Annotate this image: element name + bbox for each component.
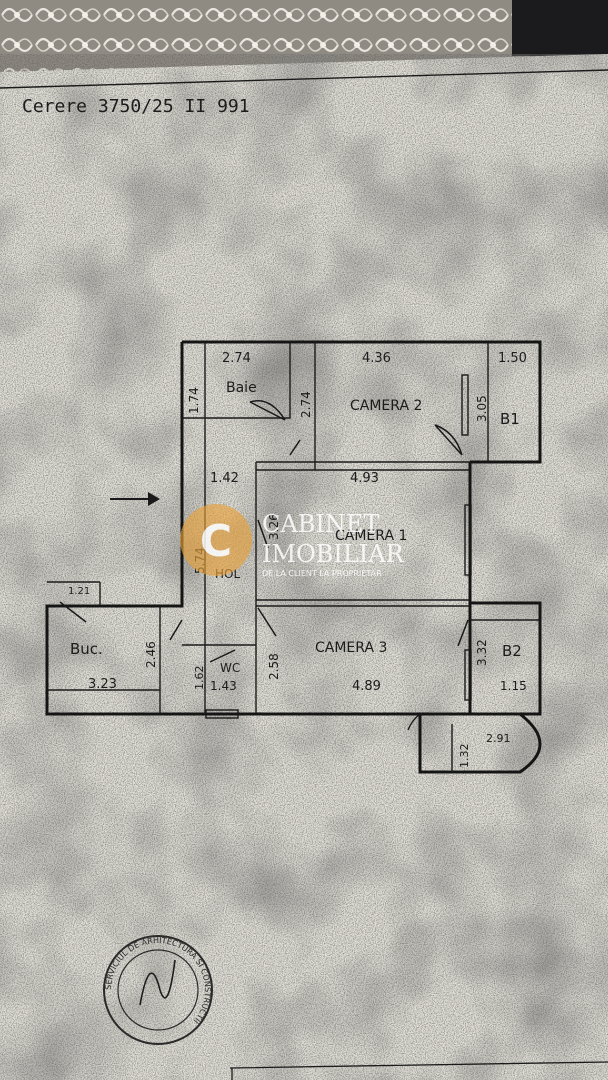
watermark-circle-icon [180,504,252,576]
watermark-line2: IMOBILIAR [262,540,405,568]
room-name: CAMERA 3 [315,640,387,656]
room-name: Buc. [70,640,103,658]
room-camera1: CAMERA 1 4.93 3.26 [267,471,407,544]
room-baie: Baie 2.74 1.74 [187,351,257,414]
room-name: WC [220,661,240,675]
room-name: CAMERA 1 [335,528,407,544]
watermark-line1: CABINET [262,510,379,538]
dimension-length: 4.93 [350,471,379,486]
dark-object-top-right [512,0,608,56]
dimension-length: 3.23 [88,677,117,692]
stamp-signature [139,959,176,1006]
watermark-logo: C CABINET IMOBILIAR DE LA CLIENT LA PROP… [180,504,405,578]
balcony: 2.91 1.32 [458,732,511,768]
room-wc: WC 1.43 1.62 [193,661,240,693]
dimension-niche: 1.21 [68,586,90,597]
bottom-table-edge [229,1061,608,1080]
dimension-width: 3.32 [475,639,489,666]
dimension-length: 2.91 [486,732,511,745]
dimension-width: 1.62 [193,666,206,691]
room-b1: B1 1.50 3.05 [475,351,527,428]
watermark-tagline: DE LA CLIENT LA PROPRIETAR [262,569,382,578]
paper-sheet [0,54,608,1080]
dimension-width: 2.58 [267,653,281,680]
dimension-width: 3.26 [267,513,281,540]
room-name: B2 [502,642,522,660]
room-camera2: CAMERA 2 4.36 2.74 [299,351,422,418]
room-b2: B2 1.15 3.32 [475,639,527,693]
dimension-length: 1.42 [210,471,239,486]
room-buc: Buc. 3.23 2.46 1.21 [68,586,158,692]
dimension-length: 4.89 [352,679,381,694]
room-name: B1 [500,410,520,428]
room-name: Baie [226,380,257,396]
room-camera3: CAMERA 3 4.89 2.58 [267,640,387,694]
dimension-width: 1.32 [458,744,471,769]
dimension-length: 4.36 [362,351,391,366]
room-name: CAMERA 2 [350,398,422,414]
dimension-width: 3.05 [475,395,489,422]
dimension-length: 2.74 [222,351,251,366]
dimension-length: 1.43 [210,679,237,693]
dimension-length: 1.15 [500,679,527,693]
dimension-width: 2.74 [299,391,313,418]
watermark-letter: C [200,516,232,567]
dimension-length: 1.50 [498,351,527,366]
dimension-width: 1.74 [187,387,201,414]
request-note: Cerere 3750/25 II 991 [22,96,250,117]
dimension-width: 2.46 [144,641,158,668]
